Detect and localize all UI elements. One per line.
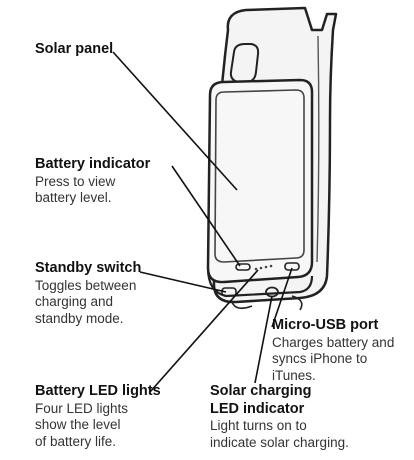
battery-led-lights-desc-line-1: Four LED lights [35, 400, 129, 416]
leader-micro-usb-port [271, 267, 293, 328]
callout-solar-panel: Solar panel [35, 41, 113, 59]
leader-solar-panel [112, 51, 238, 191]
callout-micro-usb-port: Micro-USB port Charges battery and syncs… [272, 317, 410, 384]
standby-switch-desc-line-1: Toggles between [35, 277, 137, 293]
standby-switch-desc-line-2: charging and [35, 294, 114, 310]
battery-led-lights-desc-line-3: of battery life. [35, 433, 117, 449]
battery-led-lights-title: Battery LED lights [35, 383, 161, 399]
callout-battery-led-lights: Battery LED lights Four LED lights show … [35, 383, 195, 450]
standby-switch-title: Standby switch [35, 260, 142, 276]
micro-usb-port-title: Micro-USB port [272, 317, 379, 333]
battery-indicator-desc-line-1: Press to view [35, 173, 116, 189]
leader-lines [112, 51, 293, 393]
battery-led-lights-desc-line-2: show the level [35, 417, 121, 433]
solar-panel-title: Solar panel [35, 41, 114, 57]
callout-standby-switch: Standby switch Toggles between charging … [35, 260, 185, 327]
battery-indicator-desc-line-2: battery level. [35, 190, 112, 206]
battery-indicator-title: Battery indicator [35, 156, 151, 172]
leader-battery-indicator [171, 165, 241, 267]
battery-led-dots [254, 264, 273, 271]
case-bottom-lip [231, 295, 303, 311]
solar-charging-led-desc-line-1: Light turns on to [210, 418, 307, 434]
solar-charging-led-desc-line-2: indicate solar charging. [210, 434, 349, 450]
solar-charging-led-title-line-1: Solar charging [210, 383, 312, 399]
micro-usb-port-desc-line-1: Charges battery and [272, 334, 395, 350]
leader-standby-switch [139, 271, 227, 293]
micro-usb-port-desc-line-2: syncs iPhone to iTunes. [272, 351, 368, 383]
solar-panel-area [214, 89, 305, 263]
camera-opening [229, 43, 260, 83]
standby-switch-slider [221, 287, 237, 297]
case-front-face [206, 78, 314, 284]
case-inner-rim [316, 35, 320, 263]
solar-charging-led-title-line-2: LED indicator [210, 400, 305, 417]
case-bottom-edge [206, 267, 314, 298]
callout-solar-charging-led: Solar charging LED indicator Light turns… [210, 383, 385, 451]
callout-battery-indicator: Battery indicator Press to view battery … [35, 156, 185, 207]
battery-indicator-button [235, 263, 251, 271]
leader-battery-led-lights [149, 269, 259, 393]
standby-switch-desc-line-3: standby mode. [35, 310, 124, 326]
leader-solar-charging-led [254, 295, 273, 384]
